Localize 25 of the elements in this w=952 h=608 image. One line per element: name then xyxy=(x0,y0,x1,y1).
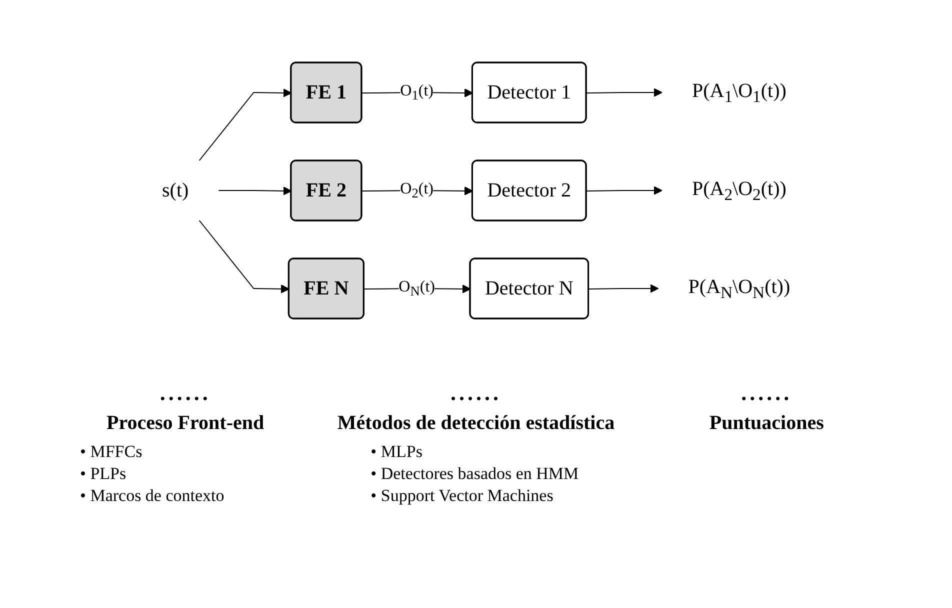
bullet-item: • Marcos de contexto xyxy=(80,485,226,508)
edge-label: O$_{1}$(t) xyxy=(400,82,434,102)
arrow xyxy=(198,88,292,160)
bullet-item: • Support Vector Machines xyxy=(370,485,554,508)
arrow xyxy=(588,284,659,292)
bullet-item: • MLPs xyxy=(370,441,424,463)
edge-label: O$_{2}$(t) xyxy=(400,180,434,200)
edge-label: O$_{N}$(t) xyxy=(398,278,435,298)
column-heading: Métodos de detección estadística xyxy=(336,412,616,435)
column-heading: Puntuaciones xyxy=(708,412,825,435)
bullet-item: • PLPs xyxy=(80,463,128,486)
node-text: s(t) xyxy=(162,179,189,201)
column-heading: Proceso Front-end xyxy=(106,412,266,435)
arrow xyxy=(586,186,662,194)
node-text: P(A$_{1}$\O$_{1}$(t)) xyxy=(692,80,786,106)
node-text: P(A$_{2}$\O$_{2}$(t)) xyxy=(692,178,786,204)
arrow xyxy=(218,186,292,195)
ellipsis: ...... xyxy=(158,380,212,406)
arrow xyxy=(586,88,662,96)
bullet-item: • Detectores basados en HMM xyxy=(370,463,580,486)
ellipsis: ...... xyxy=(449,380,502,406)
bullet-item: • MFFCs xyxy=(80,441,144,463)
ellipsis: ...... xyxy=(740,380,794,406)
arrow xyxy=(198,220,290,293)
node-text: P(A$_{N}$\O$_{N}$(t)) xyxy=(688,276,790,302)
